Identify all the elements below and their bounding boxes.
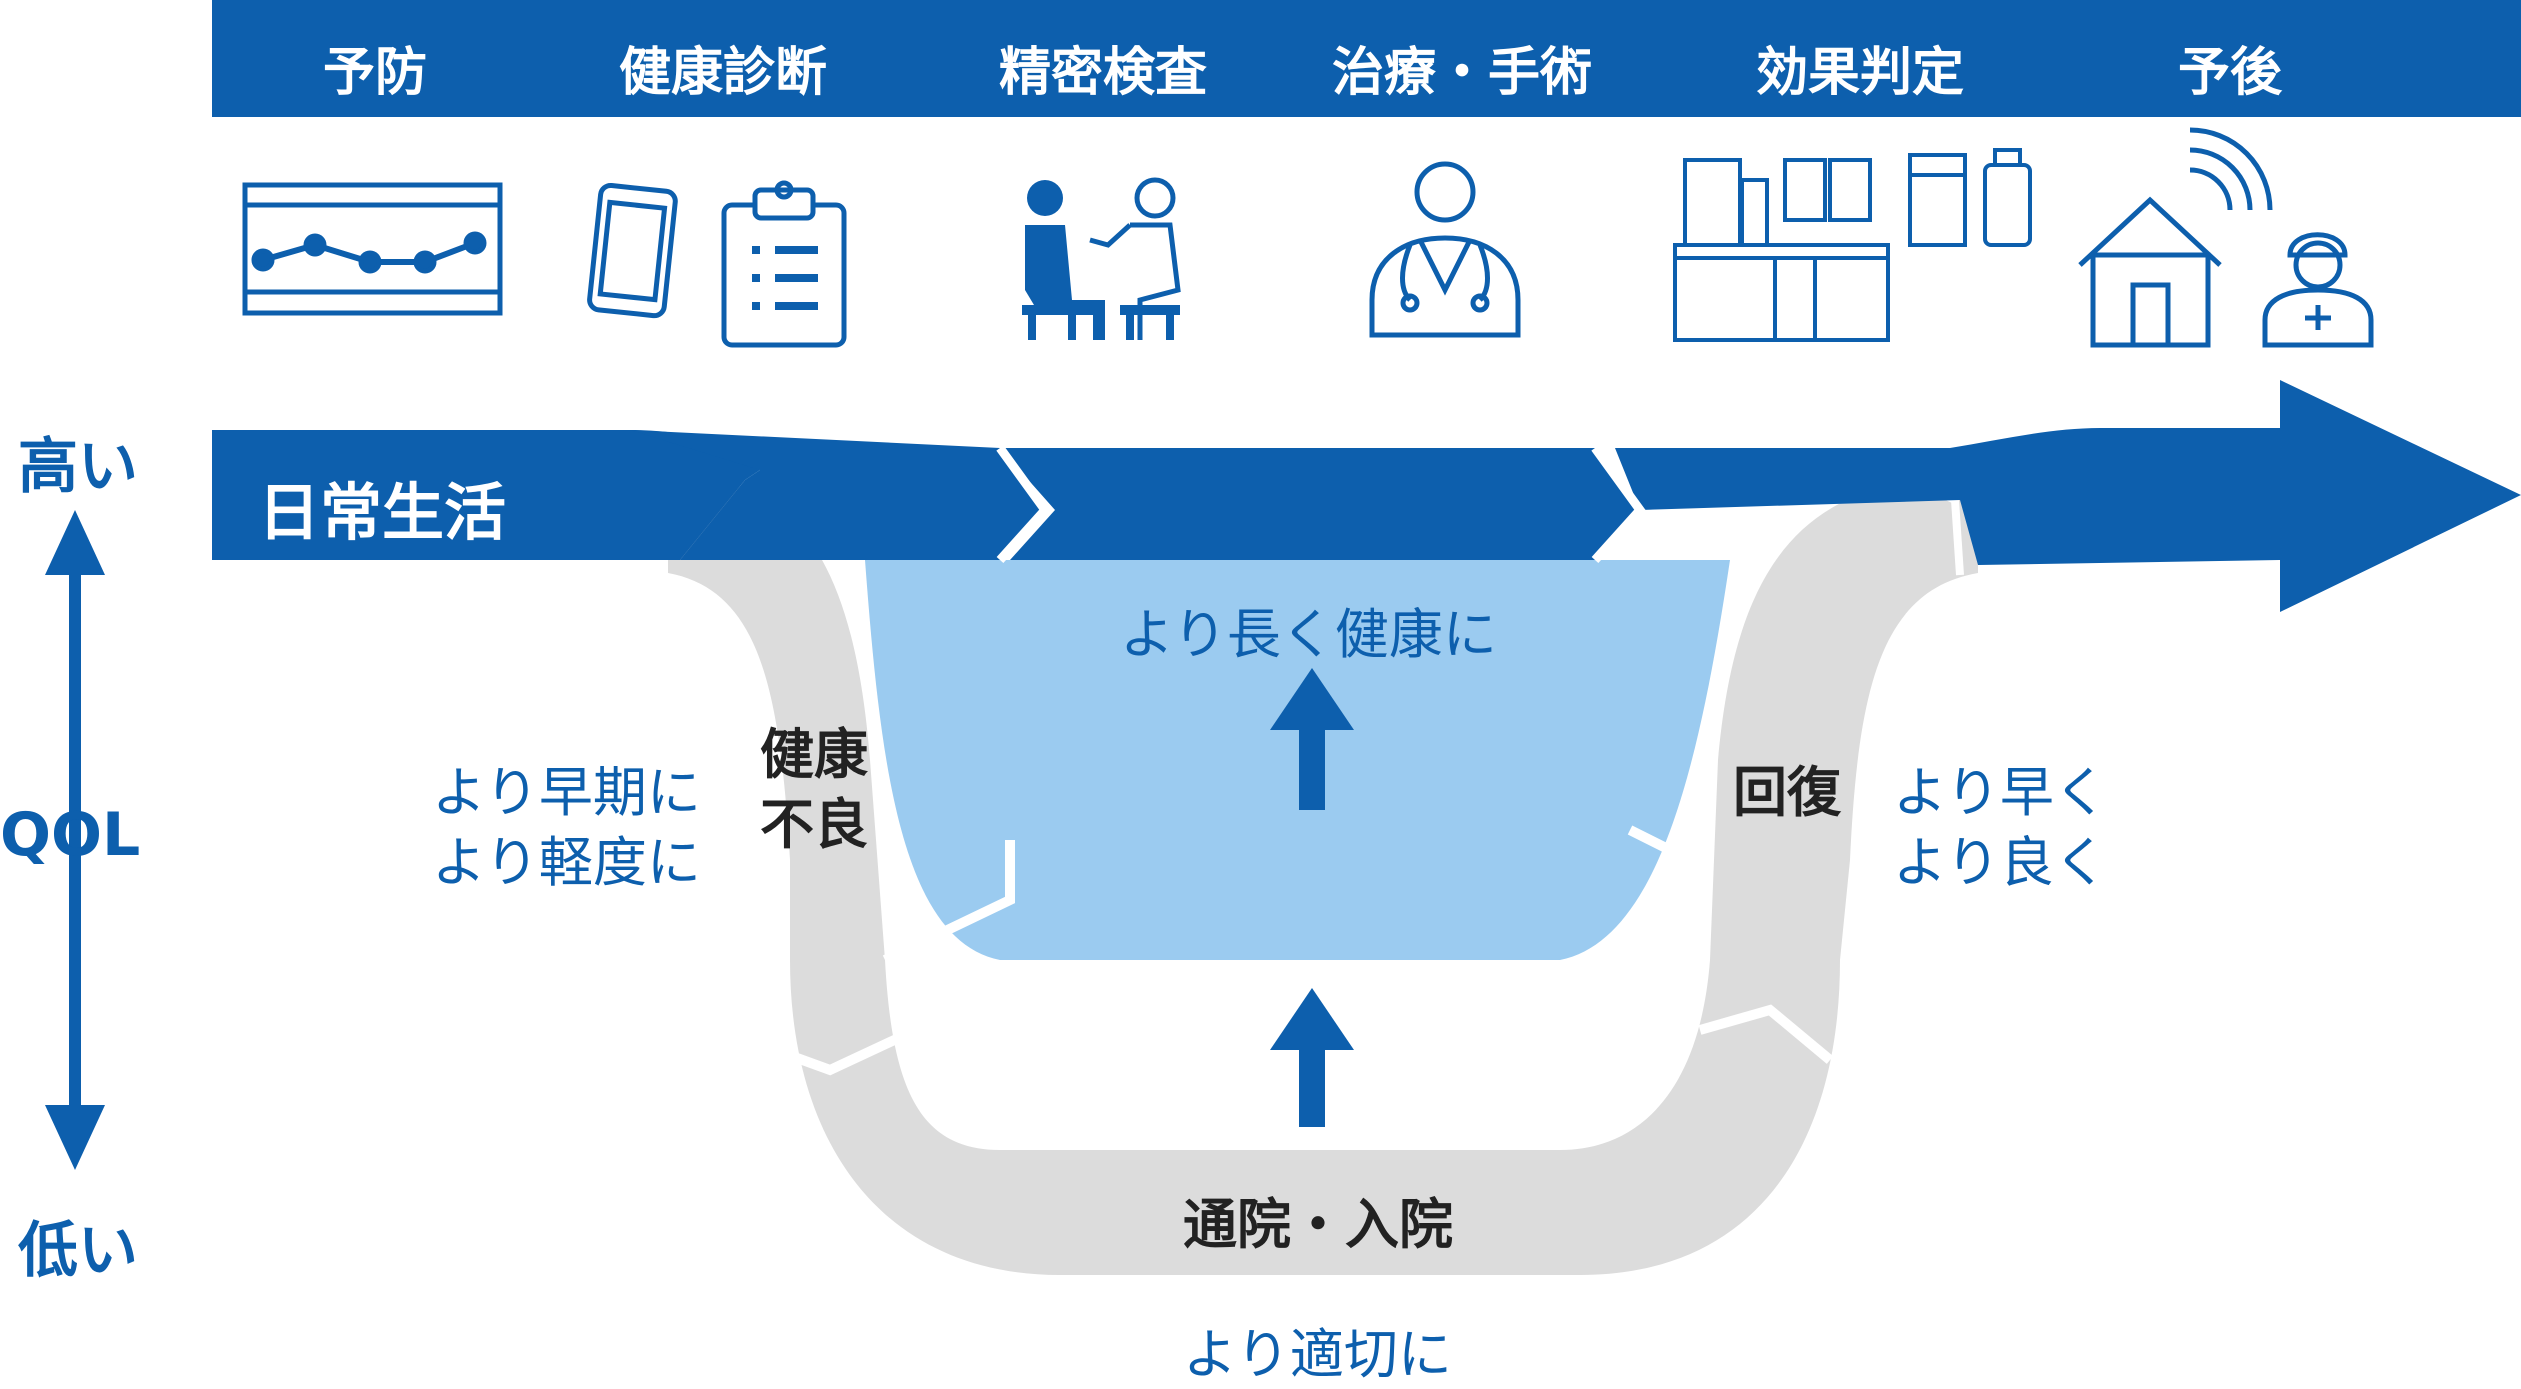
stage-prognosis: 予後	[2177, 43, 2283, 103]
qol-low-label: 低い	[18, 1216, 138, 1286]
path-cut-3	[1698, 1004, 1834, 1064]
illness-label-line1: 健康	[760, 723, 868, 786]
goal-appropriate: より適切に	[1183, 1323, 1452, 1386]
goal-earlier: より早期に	[432, 761, 701, 824]
up-arrow-2-head	[1270, 988, 1354, 1050]
chevron-cut-2	[1627, 825, 1710, 946]
qol-axis-down-arrowhead	[45, 1105, 105, 1170]
daily-life-label: 日常生活	[258, 476, 507, 549]
lab-equipment-icon	[1673, 148, 2032, 342]
doctor-icon	[1369, 161, 1521, 338]
consultation-icon	[1022, 177, 1181, 340]
up-arrow-1-head	[1270, 668, 1354, 730]
hospital-label: 通院・入院	[1183, 1193, 1453, 1256]
goal-better: より良く	[1893, 831, 2108, 894]
illness-label-line2: 不良	[760, 793, 868, 856]
goal-faster: より早く	[1893, 761, 2108, 824]
home-wifi-icon	[2078, 127, 2273, 348]
daily-life-arrow	[212, 380, 2521, 612]
goal-milder: より軽度に	[432, 831, 701, 894]
recovery-label: 回復	[1733, 761, 1841, 824]
chart-monitor-icon	[242, 182, 503, 316]
improvement-area	[865, 560, 1730, 960]
qol-high-label: 高い	[18, 432, 138, 502]
stage-header-bar	[212, 0, 2521, 117]
goal-longer-health: より長く健康に	[1120, 603, 1497, 666]
qol-axis-up-arrowhead	[45, 510, 105, 575]
chevron-cut-1	[882, 840, 1015, 965]
stage-detailed-exam: 精密検査	[998, 43, 1208, 103]
stage-evaluation: 効果判定	[1755, 43, 1965, 103]
checklist-icon	[721, 180, 847, 348]
stage-checkup: 健康診断	[618, 43, 828, 103]
qol-axis-label: QOL	[0, 800, 141, 870]
stage-prevention: 予防	[322, 43, 428, 103]
nurse-icon	[2262, 232, 2374, 348]
smartphone-icon	[587, 182, 678, 319]
stage-treatment: 治療・手術	[1331, 43, 1593, 103]
path-cut-2	[773, 1030, 908, 1076]
